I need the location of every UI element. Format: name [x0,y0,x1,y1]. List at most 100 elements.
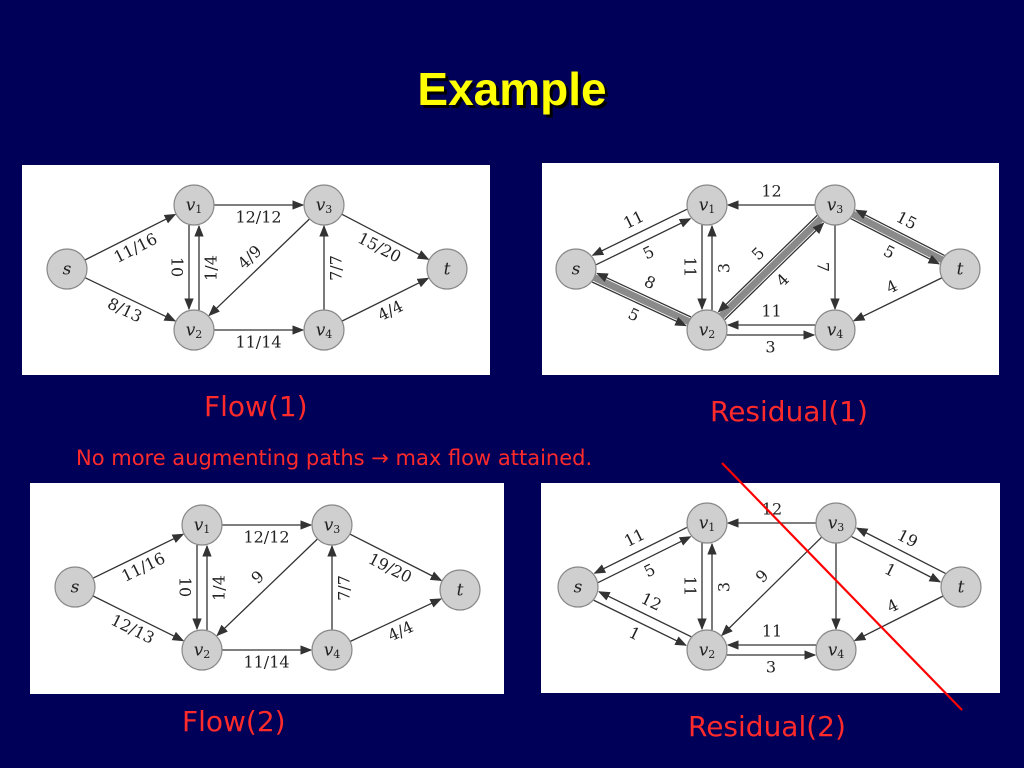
augmenting-path-segment [849,210,946,264]
node-label: t [957,260,964,280]
edge-v3-v1: 12 [726,182,815,210]
node-circle [46,248,88,290]
node-t: t [940,566,982,608]
edge-label: 19 [894,525,921,551]
edge-label: 5 [748,243,769,264]
node-circle [303,184,345,226]
edge-label: 12/12 [235,208,281,227]
node-label: s [572,260,581,280]
edge-t-v3: 15 [854,207,945,257]
edge-label: 5 [880,241,898,263]
edge-arrow [349,598,443,643]
edge-s-v2: 1 [593,599,687,646]
edge-label: 1/4 [210,575,229,601]
edge-label: 1/4 [202,255,221,281]
edge-arrow [595,218,692,266]
node-circle [54,566,96,608]
edge-s-v1: 11/16 [92,533,185,586]
node-v4: v4 [311,629,353,671]
edge-s-v1: 5 [595,218,692,266]
edge-t-v3: 19 [855,525,946,575]
edge-label: 11/14 [235,333,281,352]
edge-label: 4 [883,276,900,298]
edge-v3-t: 5 [850,217,941,265]
edge-arrow [597,536,692,584]
edge-s-v2: 5 [591,281,687,327]
node-circle [557,566,599,608]
node-v1: v1 [686,184,728,226]
node-circle [686,309,728,351]
edge-v3-v4: 7 [814,225,840,311]
edge-arrow [349,533,443,582]
edge-label: 1 [626,623,643,645]
edge-label: 10 [168,257,187,277]
edge-label: 5 [641,560,659,582]
edge-label: 9 [247,567,268,588]
node-v4: v4 [814,309,856,351]
edge-label: 11 [761,302,781,321]
edge-v1-v2: 10 [168,225,194,311]
node-circle [555,248,597,290]
edge-label: 11 [621,525,648,551]
edge-label: 4/4 [385,617,416,645]
node-v3: v3 [814,184,856,226]
edge-v3-v2: 9 [216,538,319,637]
node-label: s [71,578,80,598]
node-circle [814,309,856,351]
edge-arrow [92,595,185,642]
edge-label: 4 [772,270,793,291]
edge-v3-v1: 12 [726,500,816,528]
node-circle [173,184,215,226]
node-label: t [444,260,451,280]
edge-v3-v2: 4/9 [208,218,311,317]
node-s: s [46,248,88,290]
node-v3: v3 [311,504,353,546]
edge-label: 11 [620,207,647,233]
augmenting-path-segment [590,273,693,326]
edge-arrow [850,217,941,265]
edge-arrow [92,533,185,579]
edge-arrow [853,595,944,642]
edge-label: 12 [761,182,781,201]
edge-v1-v2: 11 [681,225,707,311]
edge-arrow [854,209,945,257]
edge-t-v4: 4 [853,595,944,642]
flow2-caption: Flow(2) [182,705,286,738]
node-v4: v4 [303,309,345,351]
edge-v2-v4: 3 [727,650,817,677]
edge-v4-t: 4/4 [341,277,430,325]
edge-v2-v1: 1/4 [194,224,221,310]
edge-label: 3 [715,263,734,273]
node-circle [173,309,215,351]
edge-arrow [591,208,688,256]
edge-v4-v2: 11 [726,302,815,330]
node-circle [814,184,856,226]
edge-label: 3 [715,582,734,592]
edge-v2-s: 8 [596,272,692,318]
edge-arrow [593,526,688,574]
edge-v2-v1: 1/4 [202,544,229,630]
edge-label: 5 [640,242,657,264]
edge-label: 11/14 [243,653,289,672]
edge-v1-v3: 12/12 [222,520,313,547]
edge-v1-v2: 10 [176,545,202,631]
edge-label: 7 [814,262,833,272]
edge-label: 4/9 [234,241,266,273]
node-v1: v1 [173,184,215,226]
edge-label: 11 [681,257,700,277]
node-v2: v2 [181,629,223,671]
flow1-caption: Flow(1) [204,390,308,423]
edge-label: 12 [762,500,782,519]
node-v3: v3 [815,502,857,544]
edge-s-v2: 12/13 [92,595,185,648]
node-v2: v2 [686,309,728,351]
node-circle [939,248,981,290]
augmenting-path-segment [717,215,825,320]
node-s: s [557,566,599,608]
